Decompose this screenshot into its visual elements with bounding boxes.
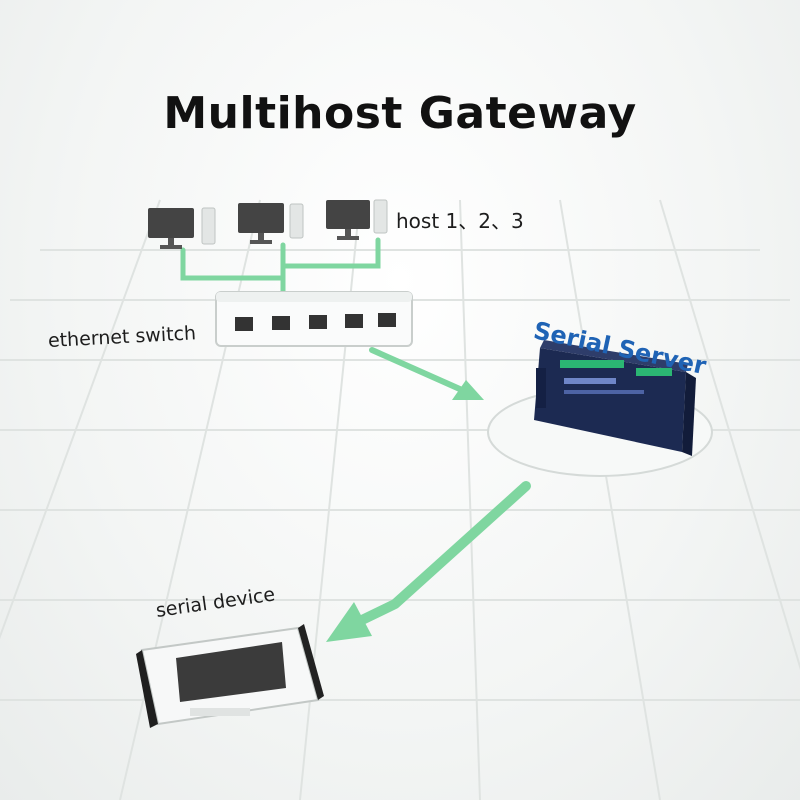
arrow-icon [452,380,484,400]
host-3-link [280,237,381,269]
ethernet-port-icon [235,317,253,331]
monitor-icon [238,203,284,233]
device-panel [176,642,286,702]
ethernet-switch [215,291,413,347]
hosts-label: host 1、2、3 [396,209,524,233]
pc-tower-icon [289,203,304,239]
serial-device [136,624,324,728]
host-3 [326,199,388,240]
ethernet-port-icon [272,316,290,330]
ethernet-port-icon [345,314,363,328]
server-to-device-arrow [326,481,531,642]
diagram-title: Multihost Gateway [163,88,637,139]
monitor-icon [326,200,370,229]
floor-grid [0,199,800,800]
monitor-icon [148,208,194,238]
pc-tower-icon [201,207,216,245]
ethernet-port-icon [378,313,396,327]
host-1-link [180,247,286,281]
host-1 [148,207,216,249]
switch-to-server-arrow [369,347,484,400]
pc-tower-icon [373,199,388,234]
ethernet-port-icon [309,315,327,329]
network-links [180,237,381,299]
arrow-icon [326,602,372,642]
host-2 [238,203,304,244]
serial-server [487,340,713,477]
